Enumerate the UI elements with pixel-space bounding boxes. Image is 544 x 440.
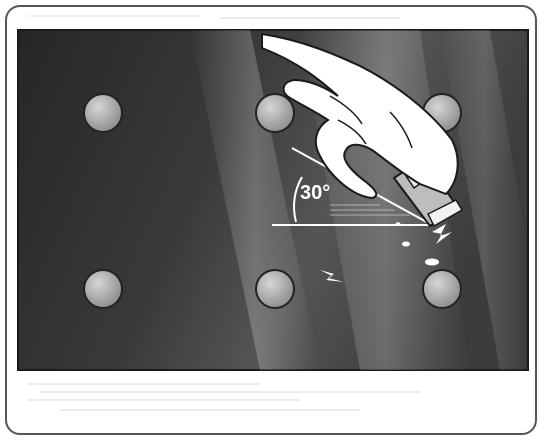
gloved-hand-icon [261,32,459,200]
sparkle-icon [320,222,452,282]
angle-hatch [330,204,410,216]
cooktop-burner-icon [83,269,123,309]
cooktop-burner-icon [255,93,295,133]
angle-indicator: 30° [272,147,433,226]
cooktop-burner-icon [83,93,123,133]
cooktop-burner-icon [255,269,295,309]
angle-label: 30° [300,182,330,204]
cooktop-burner-icon [422,269,462,309]
light-streak [440,30,528,370]
margin-hatching [28,15,420,411]
angle-arc [293,176,303,223]
